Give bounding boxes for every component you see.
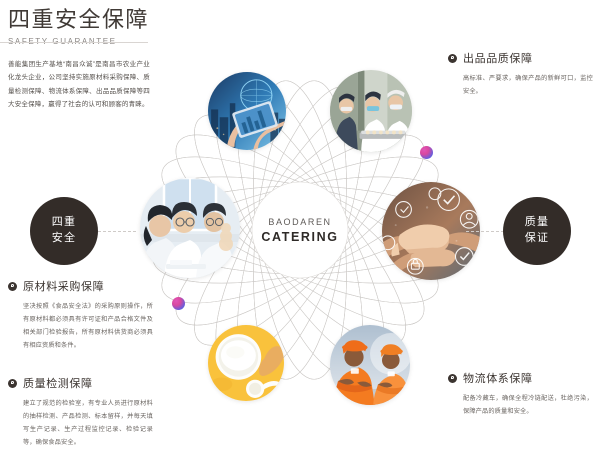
feature-quality-output-title: 出品品质保障 [463, 53, 533, 65]
connector-dash-left [98, 231, 136, 233]
badge-right-line1: 质量 [524, 216, 550, 229]
bullet-swirl-icon [448, 53, 457, 63]
feature-logistics-head: 物流体系保障 [448, 370, 598, 386]
feature-material-sourcing: 原材料采购保障 坚决按照《食品安全法》的采购原则操作，所有原材料都必须具有许可证… [8, 278, 158, 352]
bullet-swirl-icon [8, 281, 17, 291]
photo-circle-ingredient [208, 325, 284, 401]
feature-quality-output-head: 出品品质保障 [448, 50, 598, 66]
badge-fourfold-safety: 四重 安全 [30, 197, 98, 265]
connector-dash-right [466, 231, 504, 233]
page-title: 四重安全保障 [8, 7, 150, 32]
photo-circle-lab [140, 178, 240, 278]
feature-inspection-title: 质量检测保障 [23, 378, 93, 390]
badge-right-line2: 保证 [524, 232, 550, 244]
feature-quality-output: 出品品质保障 高标准、严要求，确保产品的新鲜可口，监控安全。 [448, 50, 598, 98]
brand-center-label: BAODAREN CATERING [252, 196, 348, 264]
feature-logistics-body: 配备冷藏车，确保全程冷链配送，杜绝污染，保障产品的质量和安全。 [463, 395, 593, 416]
page-subtitle: SAFETY GUARANTEE [8, 37, 198, 46]
photo-circle-kitchen [330, 70, 412, 152]
feature-inspection-body: 建立了规范的检验室，有专业人员进行原材料的抽样检测、产品检测、标本留样，并每天填… [23, 400, 153, 447]
accent-dot-lower [172, 297, 185, 310]
photo-circle-delivery-staff [330, 325, 410, 405]
brand-name-en: BAODAREN [268, 216, 332, 227]
badge-left-line1: 四重 [51, 216, 77, 229]
feature-quality-output-body: 高标准、严要求，确保产品的新鲜可口，监控安全。 [463, 75, 593, 96]
badge-left-line2: 安全 [51, 232, 77, 244]
feature-quality-inspection: 质量检测保障 建立了规范的检验室，有专业人员进行原材料的抽样检测、产品检测、标本… [8, 375, 158, 449]
intro-paragraph: 善能集团生产基地“南昌众诚”是南昌市农业产业化龙头企业，公司坚持实施原材料采购保… [8, 61, 150, 108]
badge-quality-assurance: 质量 保证 [503, 197, 571, 265]
header-divider [0, 42, 148, 43]
feature-material-body: 坚决按照《食品安全法》的采购原则操作，所有原材料都必须具有许可证和产品合格文件及… [23, 303, 153, 350]
photo-circle-tech [208, 72, 286, 150]
feature-inspection-head: 质量检测保障 [8, 375, 158, 391]
page-header: 四重安全保障 SAFETY GUARANTEE [8, 7, 198, 46]
bullet-swirl-icon [8, 378, 17, 388]
brand-category: CATERING [261, 229, 339, 244]
photo-circle-teamwork [382, 182, 480, 280]
feature-logistics-title: 物流体系保障 [463, 373, 533, 385]
accent-dot-upper [420, 146, 433, 159]
feature-material-title: 原材料采购保障 [23, 281, 105, 293]
feature-logistics: 物流体系保障 配备冷藏车，确保全程冷链配送，杜绝污染，保障产品的质量和安全。 [448, 370, 598, 418]
feature-material-head: 原材料采购保障 [8, 278, 158, 294]
bullet-swirl-icon [448, 373, 457, 383]
